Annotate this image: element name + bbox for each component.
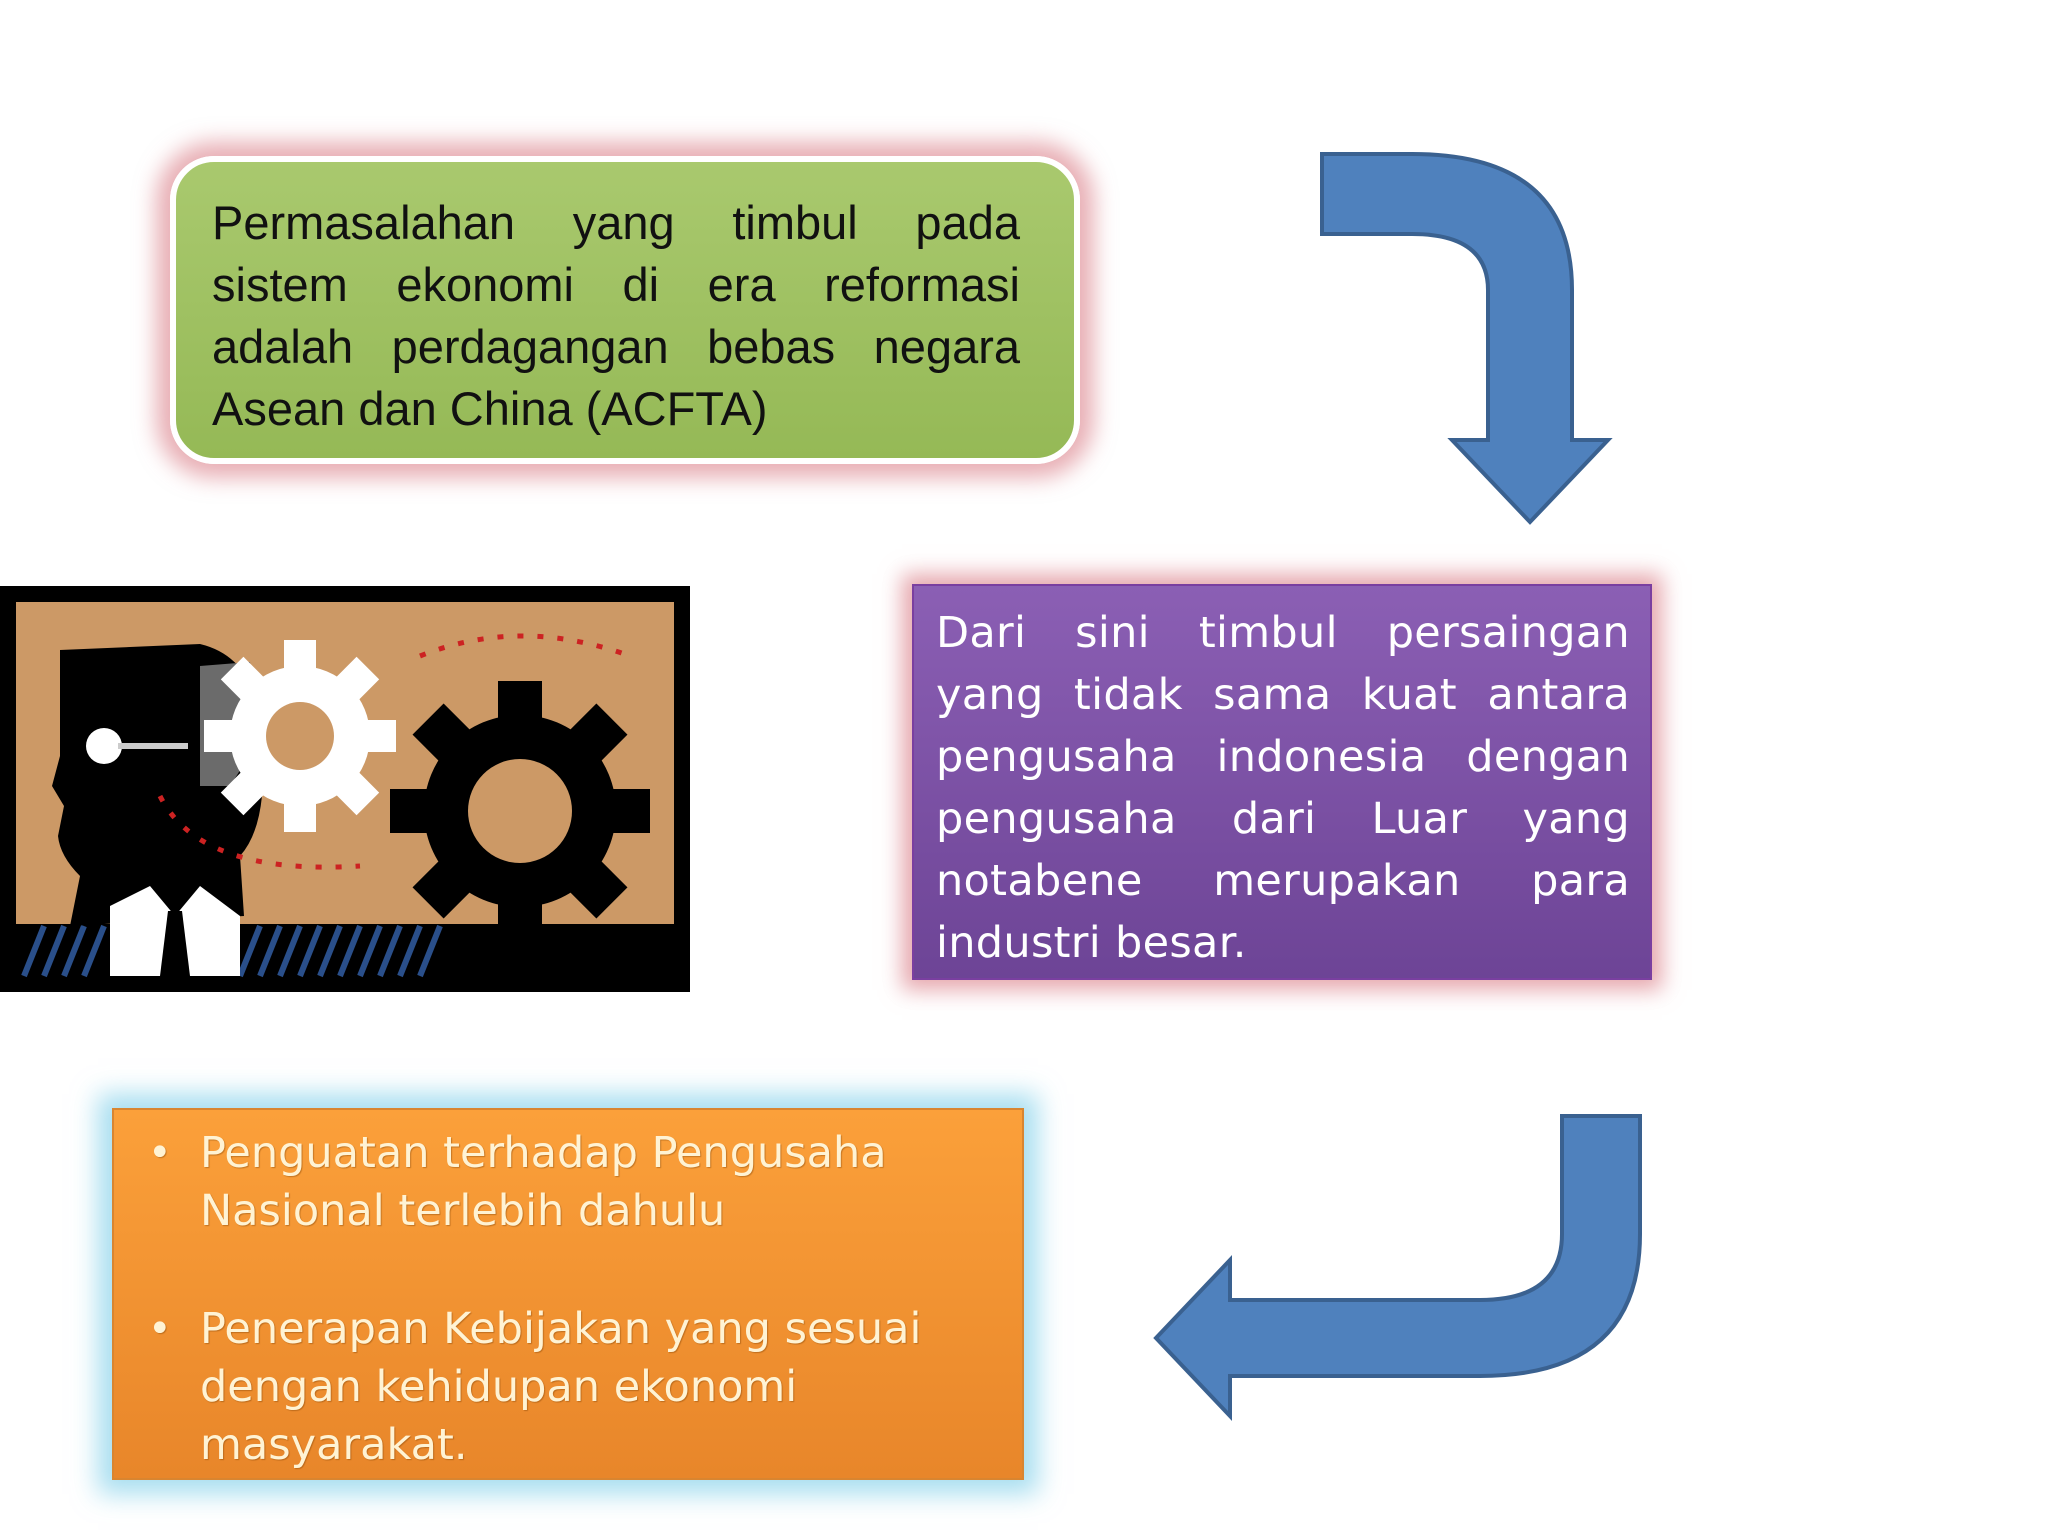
solutions-box: • Penguatan terhadap Pengusaha Nasional … — [112, 1108, 1024, 1480]
solutions-list: • Penguatan terhadap Pengusaha Nasional … — [134, 1124, 1002, 1474]
problem-box: Permasalahan yang timbul pada sistem eko… — [170, 156, 1080, 464]
consequence-text: Dari sini timbul persaingan yang tidak s… — [936, 608, 1630, 968]
bullet-icon: • — [148, 1306, 172, 1352]
bullet-icon: • — [148, 1130, 172, 1176]
solution-item: • Penguatan terhadap Pengusaha Nasional … — [134, 1124, 1002, 1240]
solution-item: • Penerapan Kebijakan yang sesuai dengan… — [134, 1300, 1002, 1474]
solution-item-text: Penerapan Kebijakan yang sesuai dengan k… — [200, 1304, 922, 1470]
problem-text: Permasalahan yang timbul pada sistem eko… — [212, 196, 1020, 435]
solution-item-text: Penguatan terhadap Pengusaha Nasional te… — [200, 1128, 887, 1236]
curved-arrow-left-icon — [1153, 1114, 1642, 1422]
consequence-box: Dari sini timbul persaingan yang tidak s… — [912, 584, 1652, 980]
curved-arrow-down-icon — [1320, 152, 1613, 525]
businessman-with-gears-icon — [0, 586, 690, 992]
